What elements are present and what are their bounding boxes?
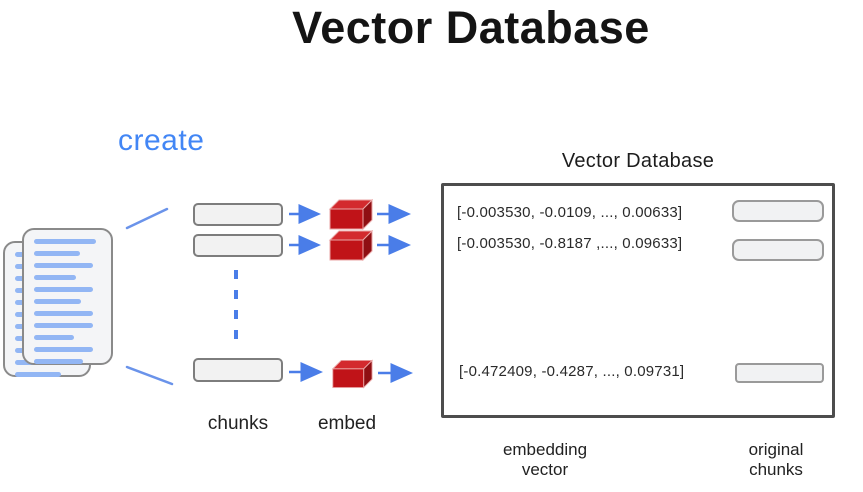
original-chunk-rect [735, 363, 824, 383]
chunk-rect-3 [193, 358, 283, 382]
doc-to-chunk3-line [125, 365, 174, 386]
chunk-rect-2 [193, 234, 283, 257]
doc-to-chunks-line [125, 207, 169, 230]
embedding-vector-value: [-0.003530, -0.8187 ,..., 0.09633] [457, 235, 683, 252]
original-chunks-column-label: original chunks [706, 440, 846, 481]
original-chunk-rect [732, 239, 824, 261]
embed-label: embed [317, 413, 377, 434]
embed-cube-icon [328, 199, 373, 230]
database-title: Vector Database [561, 150, 715, 172]
page-title: Vector Database [292, 2, 650, 53]
embedding-vector-value: [-0.472409, -0.4287, ..., 0.09731] [459, 363, 685, 380]
embed-cube-icon [328, 230, 373, 261]
original-chunk-rect [732, 200, 824, 222]
original-label-line2: chunks [749, 460, 803, 480]
embedding-vector-column-label: embedding vector [470, 440, 620, 481]
embedding-label-line2: vector [521, 460, 569, 480]
embedding-label-line1: embedding [502, 440, 588, 459]
document-stack-icon [22, 228, 113, 365]
chunks-label: chunks [207, 413, 269, 434]
embed-cube-icon [331, 359, 373, 389]
original-label-line1: original [748, 440, 804, 459]
chunk-rect-1 [193, 203, 283, 226]
embedding-vector-value: [-0.003530, -0.0109, ..., 0.00633] [457, 204, 683, 221]
create-label: create [118, 124, 205, 157]
